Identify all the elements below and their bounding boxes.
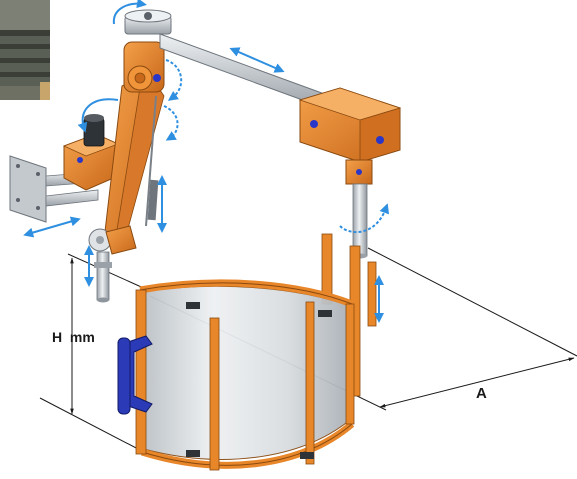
slide-arrow-wall-rail: [23, 216, 81, 238]
rotate-arrow-upper-joint: [165, 59, 182, 101]
wall-mount-plate: [9, 155, 47, 223]
arm-dimension-line: [379, 357, 575, 408]
top-pivot-column: [124, 9, 172, 35]
right-clamp-block: [298, 87, 402, 185]
guard-handle: [117, 335, 153, 415]
height-extension-bottom: [39, 397, 141, 451]
arm-extension-top: [367, 247, 577, 357]
arm-dimension-label: A: [476, 385, 487, 402]
lower-arm-joint: [88, 225, 137, 303]
upper-arm-joint: [123, 41, 165, 93]
articulated-arm: [103, 77, 165, 241]
rotate-arrow-left-joint: [77, 98, 119, 133]
rotate-arrow-guard-pole: [339, 203, 390, 233]
guard-shield: [135, 233, 377, 471]
height-dimension-label: H mm: [52, 329, 95, 345]
machine-photo-thumbnail: [0, 0, 50, 100]
rotate-arrow-top-pivot: [112, 0, 147, 25]
mount-block: [62, 114, 120, 191]
motion-arrows: [23, 0, 390, 323]
slide-arrow-crossbar: [229, 47, 285, 73]
rotate-arrow-block: [163, 105, 179, 141]
